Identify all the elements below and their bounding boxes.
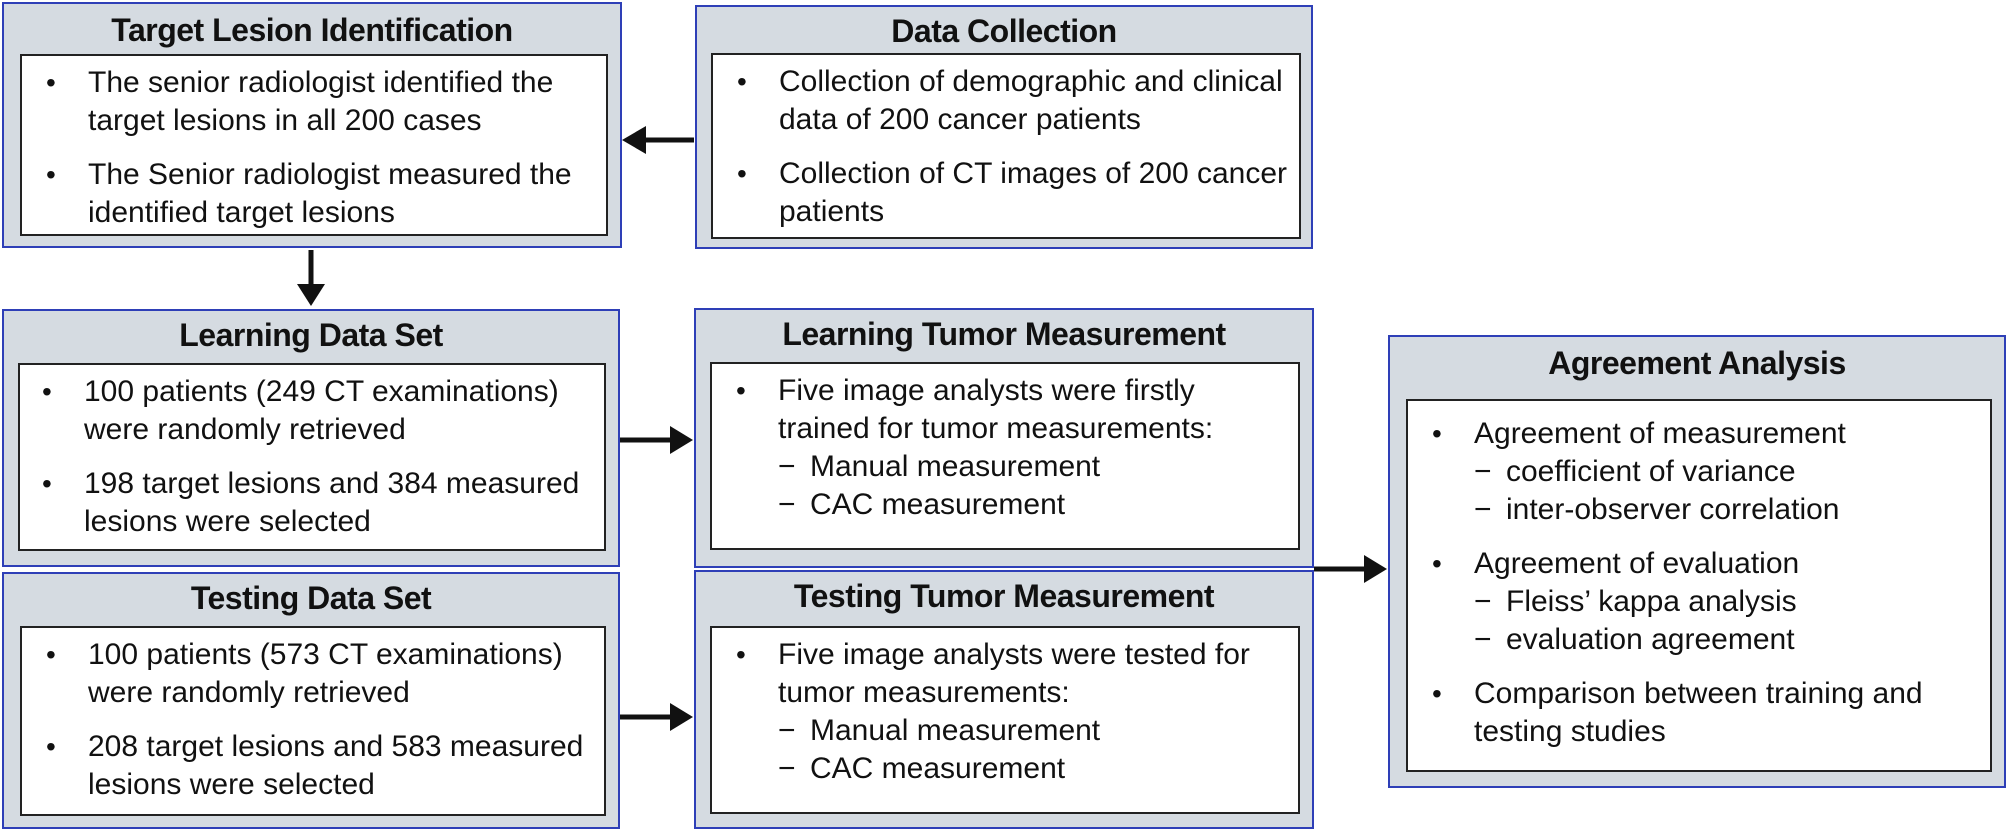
sub-list-item: CAC measurement [778, 750, 1292, 788]
sub-list-item: coefficient of variance [1474, 453, 1984, 491]
arrow-learning-set-to-learning-measurement [620, 426, 693, 454]
list-item: Five image analysts were firstly trained… [722, 372, 1292, 524]
data-collection-list: Collection of demographic and clinical d… [723, 63, 1289, 231]
sub-list: Fleiss’ kappa analysis evaluation agreem… [1474, 583, 1984, 659]
arrow-testing-set-to-testing-measurement [620, 703, 693, 731]
data-collection-title: Data Collection [891, 13, 1117, 49]
list-item: Collection of demographic and clinical d… [723, 63, 1289, 139]
list-item-text: Agreement of measurement [1474, 417, 1846, 450]
target-lesion-title: Target Lesion Identification [111, 12, 513, 48]
learning-data-set-box: 100 patients (249 CT examinations) were … [18, 363, 606, 551]
list-item: The Senior radiologist measured the iden… [32, 156, 592, 232]
learning-data-set-panel: Learning Data Set 100 patients (249 CT e… [2, 309, 620, 567]
testing-tumor-measurement-title: Testing Tumor Measurement [793, 578, 1215, 614]
list-item: Agreement of evaluation Fleiss’ kappa an… [1418, 545, 1984, 659]
list-item: Collection of CT images of 200 cancer pa… [723, 155, 1289, 231]
learning-tumor-measurement-list: Five image analysts were firstly trained… [722, 372, 1292, 524]
testing-tumor-measurement-list: Five image analysts were tested for tumo… [722, 636, 1292, 788]
agreement-analysis-title: Agreement Analysis [1548, 345, 1846, 381]
list-item-text: Five image analysts were firstly trained… [778, 374, 1214, 445]
sub-list-item: Manual measurement [778, 712, 1292, 750]
arrow-target-lesion-to-learning-set [297, 250, 325, 306]
learning-tumor-measurement-title: Learning Tumor Measurement [782, 316, 1226, 352]
target-lesion-box: The senior radiologist identified the ta… [20, 54, 608, 236]
sub-list-item: Manual measurement [778, 448, 1292, 486]
learning-tumor-measurement-panel: Learning Tumor Measurement Five image an… [694, 308, 1314, 568]
sub-list-item: inter-observer correlation [1474, 491, 1984, 529]
list-item: Agreement of measurement coefficient of … [1418, 415, 1984, 529]
testing-data-set-title: Testing Data Set [190, 580, 432, 616]
testing-data-set-box: 100 patients (573 CT examinations) were … [20, 626, 606, 816]
list-item: Comparison between training and testing … [1418, 675, 1984, 751]
sub-list: coefficient of variance inter-observer c… [1474, 453, 1984, 529]
list-item: Five image analysts were tested for tumo… [722, 636, 1292, 788]
testing-tumor-measurement-box: Five image analysts were tested for tumo… [710, 626, 1300, 814]
target-lesion-list: The senior radiologist identified the ta… [32, 64, 592, 232]
data-collection-panel: Data Collection Collection of demographi… [695, 5, 1313, 249]
list-item-text: Five image analysts were tested for tumo… [778, 638, 1250, 709]
testing-data-set-list: 100 patients (573 CT examinations) were … [32, 636, 598, 804]
testing-data-set-panel: Testing Data Set 100 patients (573 CT ex… [2, 572, 620, 829]
agreement-analysis-box: Agreement of measurement coefficient of … [1406, 399, 1992, 772]
list-item: 198 target lesions and 384 measured lesi… [28, 465, 598, 541]
sub-list: Manual measurement CAC measurement [778, 448, 1292, 524]
target-lesion-panel: Target Lesion Identification The senior … [2, 2, 622, 248]
sub-list-item: Fleiss’ kappa analysis [1474, 583, 1984, 621]
agreement-analysis-panel: Agreement Analysis Agreement of measurem… [1388, 335, 2006, 788]
learning-data-set-list: 100 patients (249 CT examinations) were … [28, 373, 598, 541]
list-item: 100 patients (249 CT examinations) were … [28, 373, 598, 449]
learning-tumor-measurement-box: Five image analysts were firstly trained… [710, 362, 1300, 550]
data-collection-box: Collection of demographic and clinical d… [711, 53, 1301, 239]
list-item: 100 patients (573 CT examinations) were … [32, 636, 598, 712]
arrow-measurements-to-agreement [1314, 555, 1387, 583]
list-item: The senior radiologist identified the ta… [32, 64, 592, 140]
sub-list-item: evaluation agreement [1474, 621, 1984, 659]
list-item: 208 target lesions and 583 measured lesi… [32, 728, 598, 804]
sub-list-item: CAC measurement [778, 486, 1292, 524]
arrow-data-collection-to-target-lesion [622, 126, 694, 154]
learning-data-set-title: Learning Data Set [179, 317, 443, 353]
testing-tumor-measurement-panel: Testing Tumor Measurement Five image ana… [694, 570, 1314, 829]
list-item-text: Agreement of evaluation [1474, 547, 1800, 580]
sub-list: Manual measurement CAC measurement [778, 712, 1292, 788]
agreement-analysis-list: Agreement of measurement coefficient of … [1418, 415, 1984, 751]
